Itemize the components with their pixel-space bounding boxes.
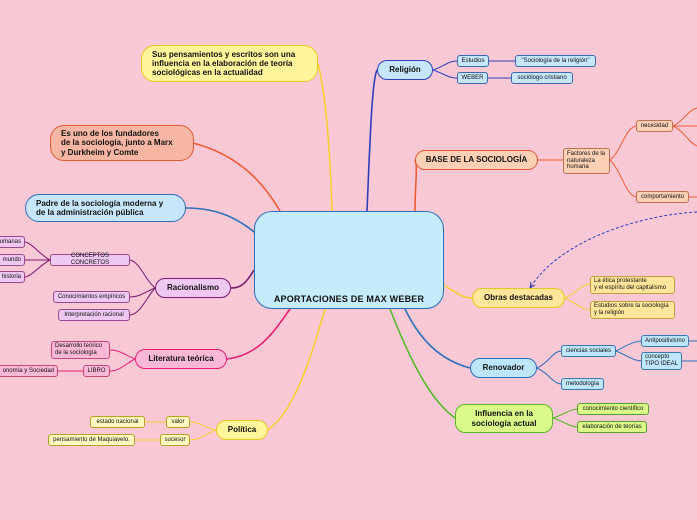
topic-padre[interactable]: Padre de la sociología moderna y de la a… <box>25 194 186 222</box>
leaf-elaboracion-teorias[interactable]: elaboración de teorías <box>577 421 647 433</box>
leaf-estudios[interactable]: Estudios <box>457 55 489 67</box>
leaf-etica-protestante[interactable]: La ética protestante y el espíritu del c… <box>590 276 675 294</box>
leaf-conocimientos-empiricos[interactable]: Conocimientos empíricos <box>53 291 130 303</box>
leaf-desarrollo-teorico[interactable]: Desarrollo teórico de la sociología <box>51 341 110 359</box>
dashed-relation <box>529 211 697 289</box>
leaf-weber[interactable]: WEBER <box>457 72 488 84</box>
leaf-pensamiento-maquiavelo[interactable]: pensamiento de Maquiavelo. <box>48 434 135 446</box>
link-renovador <box>404 308 471 369</box>
topic-literatura[interactable]: Literatura teórica <box>135 349 227 369</box>
leaf-conceptos-concretos[interactable]: CONCEPTOS CONCRETOS <box>50 253 130 266</box>
leaf-humanas[interactable]: humanas <box>0 236 25 248</box>
link-literatura <box>226 308 291 360</box>
link-racionalismo <box>230 269 255 289</box>
topic-racionalismo[interactable]: Racionalismo <box>155 278 231 298</box>
leaf-mundo[interactable]: mundo <box>0 254 25 266</box>
leaf-interpretacion-racional[interactable]: Interpretación racional <box>58 309 130 321</box>
central-topic-label: APORTACIONES DE MAX WEBER <box>273 294 425 304</box>
link-influencia <box>389 308 456 419</box>
leaf-estudios-sociologia-religion[interactable]: Estudios sobre la sociología y la religi… <box>590 301 675 319</box>
topic-politica[interactable]: Política <box>216 420 268 440</box>
leaf-economia-sociedad[interactable]: onomía y Sociedad <box>0 365 58 377</box>
link-pensamientos <box>317 63 333 212</box>
leaf-comportamiento[interactable]: comportamiento <box>636 191 689 203</box>
link-obras <box>443 284 473 299</box>
link-fundadores <box>192 142 281 212</box>
leaf-factores-naturaleza[interactable]: Factores de la naturaleza humana <box>563 148 610 174</box>
leaf-historia[interactable]: historia <box>0 271 25 283</box>
leaf-metodologia[interactable]: metodología <box>561 378 604 390</box>
link-politica <box>267 308 326 431</box>
link-padre <box>185 207 259 236</box>
topic-influencia[interactable]: Influencia en la sociología actual <box>455 404 553 433</box>
leaf-estado-nacional[interactable]: estado nacional <box>90 416 145 428</box>
topic-religion[interactable]: Religión <box>377 60 433 80</box>
leaf-ciencias-sociales[interactable]: ciencias sociales <box>561 345 616 357</box>
topic-renovador[interactable]: Renovador <box>470 358 537 378</box>
leaf-concepto-tipo-ideal[interactable]: concepto TIPO IDEAL <box>641 352 682 370</box>
central-topic[interactable]: APORTACIONES DE MAX WEBER <box>254 211 444 309</box>
leaf-libro[interactable]: LIBRO <box>83 365 110 377</box>
leaf-valor[interactable]: valor <box>166 416 190 428</box>
topic-base[interactable]: BASE DE LA SOCIOLOGÍA <box>415 150 538 170</box>
leaf-sociologo-cristiano[interactable]: sociólogo cristiano <box>511 72 573 84</box>
leaf-conocimiento-cientifico[interactable]: conocimiento científico <box>577 403 649 415</box>
link-religion <box>366 69 378 212</box>
leaf-antipositivismo[interactable]: Antipositivismo <box>641 335 689 347</box>
link-base <box>414 159 418 212</box>
leaf-necesidad[interactable]: necesidad <box>636 120 673 132</box>
leaf-sucesor[interactable]: sucesor <box>160 434 190 446</box>
topic-pensamientos[interactable]: Sus pensamientos y escritos son una infl… <box>141 45 318 82</box>
topic-obras[interactable]: Obras destacadas <box>472 288 565 308</box>
topic-fundadores[interactable]: Es uno de los fundadores de la sociologí… <box>50 125 194 161</box>
leaf-sociologia-religion[interactable]: "Sociología de la religión" <box>515 55 596 67</box>
